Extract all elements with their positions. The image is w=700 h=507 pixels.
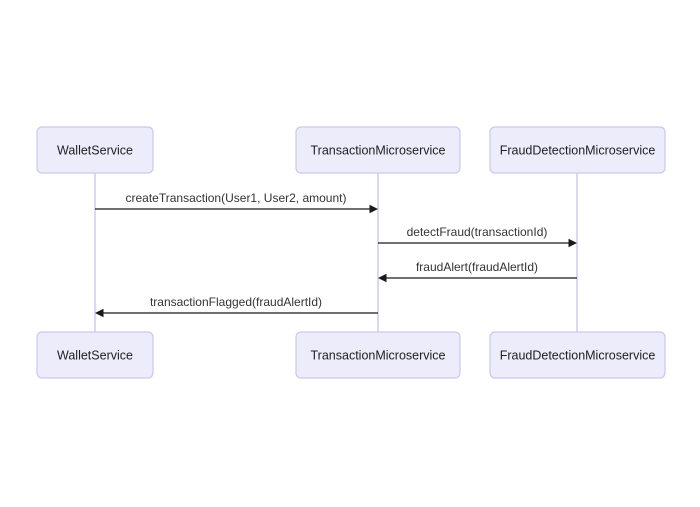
message-arrowhead-0	[369, 204, 378, 214]
messages-group: createTransaction(User1, User2, amount) d…	[95, 191, 577, 318]
message-label-1: detectFraud(transactionId)	[407, 225, 548, 239]
participant-label-wallet-top: WalletService	[57, 143, 133, 157]
participant-box-fraud-top[interactable]	[489, 126, 666, 174]
participant-boxes-bottom: WalletService TransactionMicroservice Frau…	[36, 331, 666, 379]
participant-label-transaction-bottom: TransactionMicroservice	[311, 348, 446, 362]
message-label-2: fraudAlert(fraudAlertId)	[416, 260, 538, 274]
participant-box-wallet-top[interactable]	[36, 126, 154, 174]
participant-label-wallet-bottom: WalletService	[57, 348, 133, 362]
message-arrowhead-1	[568, 238, 577, 248]
participant-label-fraud-top: FraudDetectionMicroservice	[500, 143, 656, 157]
participant-box-transaction-bottom[interactable]	[295, 331, 461, 379]
message-arrowhead-3	[95, 308, 104, 318]
participant-label-fraud-bottom: FraudDetectionMicroservice	[500, 348, 656, 362]
message-label-0: createTransaction(User1, User2, amount)	[126, 191, 347, 205]
participant-box-wallet-bottom[interactable]	[36, 331, 154, 379]
lifelines-group	[94, 173, 578, 332]
participant-label-transaction-top: TransactionMicroservice	[311, 143, 446, 157]
message-label-3: transactionFlagged(fraudAlertId)	[150, 295, 322, 309]
participant-box-transaction-top[interactable]	[295, 126, 461, 174]
participant-boxes-top: WalletService TransactionMicroservice Frau…	[36, 126, 666, 174]
message-arrowhead-2	[378, 273, 387, 283]
participant-box-fraud-bottom[interactable]	[489, 331, 666, 379]
